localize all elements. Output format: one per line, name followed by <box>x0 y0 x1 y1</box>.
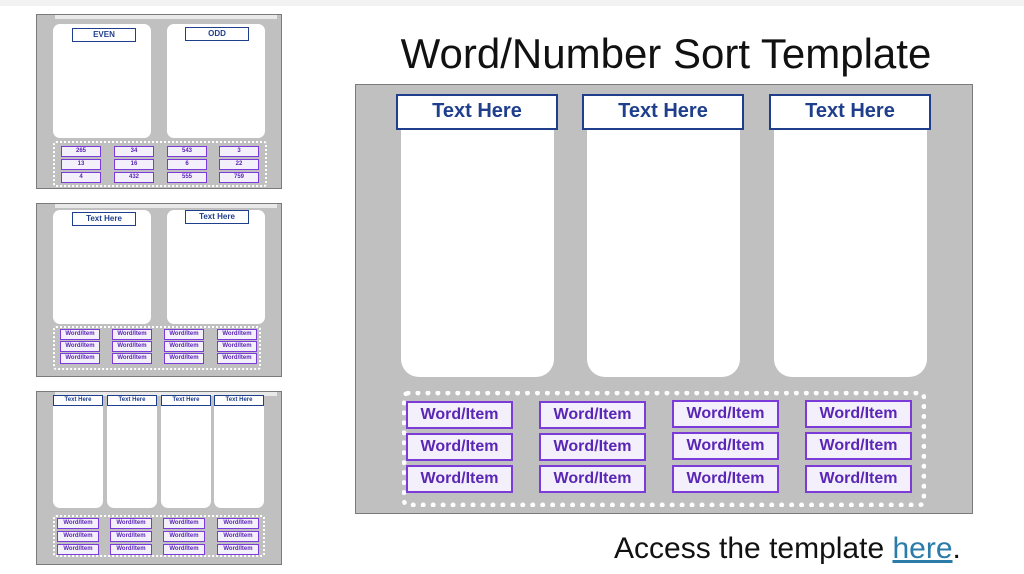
thumbnail-slide-four-column[interactable]: Text Here Text Here Text Here Text Here … <box>36 391 282 565</box>
thumbnail-top-strip <box>55 15 277 19</box>
sort-item-chip[interactable]: Word/Item <box>672 465 779 493</box>
sort-column-card <box>587 107 740 377</box>
sort-item-chip[interactable]: Word/Item <box>57 531 99 542</box>
sort-item-chip[interactable]: 759 <box>219 172 259 183</box>
column-header[interactable]: Text Here <box>582 94 744 130</box>
sort-item-chip[interactable]: Word/Item <box>672 432 779 460</box>
column-header: Text Here <box>72 212 136 226</box>
thumbnail-top-strip <box>55 204 277 208</box>
column-header: Text Here <box>185 210 249 224</box>
sort-item-chip[interactable]: Word/Item <box>60 329 100 340</box>
sort-column-card <box>53 210 151 324</box>
sort-item-chip[interactable]: 265 <box>61 146 101 157</box>
sort-column-card <box>401 107 554 377</box>
sort-column-card <box>107 396 157 508</box>
sort-item-chip[interactable]: Word/Item <box>805 465 912 493</box>
sort-item-chip[interactable]: Word/Item <box>60 353 100 364</box>
sort-item-chip[interactable]: Word/Item <box>406 465 513 493</box>
sort-item-chip[interactable]: Word/Item <box>217 531 259 542</box>
column-header[interactable]: Text Here <box>396 94 558 130</box>
column-header: ODD <box>185 27 249 41</box>
sort-item-chip[interactable]: Word/Item <box>406 433 513 461</box>
sort-item-chip[interactable]: Word/Item <box>164 353 204 364</box>
column-header: Text Here <box>161 395 211 406</box>
column-header: Text Here <box>107 395 157 406</box>
sort-item-chip[interactable]: Word/Item <box>539 433 646 461</box>
sort-item-chip[interactable]: Word/Item <box>112 353 152 364</box>
sort-item-chip[interactable]: Word/Item <box>217 341 257 352</box>
item-tray <box>53 326 261 370</box>
sort-item-chip[interactable]: 13 <box>61 159 101 170</box>
sort-item-chip[interactable]: 4 <box>61 172 101 183</box>
sort-item-chip[interactable]: Word/Item <box>217 329 257 340</box>
sort-item-chip[interactable]: Word/Item <box>163 518 205 529</box>
access-template-line: Access the template here. <box>614 532 961 566</box>
sort-item-chip[interactable]: 22 <box>219 159 259 170</box>
sort-column-card <box>167 210 265 324</box>
sort-item-chip[interactable]: Word/Item <box>406 401 513 429</box>
item-tray <box>402 391 926 507</box>
access-suffix: . <box>952 532 961 565</box>
access-text: Access the template <box>614 532 893 565</box>
top-band <box>0 0 1024 6</box>
column-header: Text Here <box>214 395 264 406</box>
thumbnail-top-strip <box>55 392 277 396</box>
sort-item-chip[interactable]: Word/Item <box>112 341 152 352</box>
item-tray <box>53 141 267 187</box>
sort-column-card <box>167 24 265 138</box>
page-title: Word/Number Sort Template <box>400 30 932 77</box>
sort-item-chip[interactable]: Word/Item <box>164 329 204 340</box>
sort-item-chip[interactable]: Word/Item <box>539 401 646 429</box>
sort-item-chip[interactable]: Word/Item <box>112 329 152 340</box>
main-slide-preview: Text Here Text Here Text Here Word/Item … <box>355 84 973 514</box>
sort-item-chip[interactable]: 3 <box>219 146 259 157</box>
sort-item-chip[interactable]: 543 <box>167 146 207 157</box>
sort-item-chip[interactable]: 555 <box>167 172 207 183</box>
sort-item-chip[interactable]: Word/Item <box>110 531 152 542</box>
sort-item-chip[interactable]: Word/Item <box>805 400 912 428</box>
sort-item-chip[interactable]: Word/Item <box>163 531 205 542</box>
column-header: Text Here <box>53 395 103 406</box>
sort-item-chip[interactable]: Word/Item <box>164 341 204 352</box>
column-header[interactable]: Text Here <box>769 94 931 130</box>
sort-item-chip[interactable]: 6 <box>167 159 207 170</box>
sort-item-chip[interactable]: Word/Item <box>60 341 100 352</box>
sort-item-chip[interactable]: Word/Item <box>217 518 259 529</box>
sort-item-chip[interactable]: Word/Item <box>57 544 99 555</box>
sort-item-chip[interactable]: Word/Item <box>217 544 259 555</box>
sort-item-chip[interactable]: Word/Item <box>110 544 152 555</box>
template-link[interactable]: here <box>892 532 953 565</box>
sort-column-card <box>53 396 103 508</box>
sort-column-card <box>53 24 151 138</box>
sort-item-chip[interactable]: Word/Item <box>539 465 646 493</box>
sort-item-chip[interactable]: Word/Item <box>217 353 257 364</box>
thumbnail-slide-two-column[interactable]: Text Here Text Here Word/Item Word/Item … <box>36 203 282 377</box>
sort-column-card <box>214 396 264 508</box>
item-tray <box>53 515 265 557</box>
sort-item-chip[interactable]: 34 <box>114 146 154 157</box>
sort-item-chip[interactable]: Word/Item <box>163 544 205 555</box>
column-header: EVEN <box>72 28 136 42</box>
thumbnail-slide-even-odd[interactable]: EVEN ODD 265 34 543 3 13 16 6 22 4 432 5… <box>36 14 282 189</box>
sort-item-chip[interactable]: Word/Item <box>57 518 99 529</box>
sort-item-chip[interactable]: Word/Item <box>110 518 152 529</box>
sort-column-card <box>161 396 211 508</box>
sort-item-chip[interactable]: Word/Item <box>672 400 779 428</box>
sort-item-chip[interactable]: Word/Item <box>805 432 912 460</box>
sort-item-chip[interactable]: 16 <box>114 159 154 170</box>
sort-item-chip[interactable]: 432 <box>114 172 154 183</box>
sort-column-card <box>774 107 927 377</box>
